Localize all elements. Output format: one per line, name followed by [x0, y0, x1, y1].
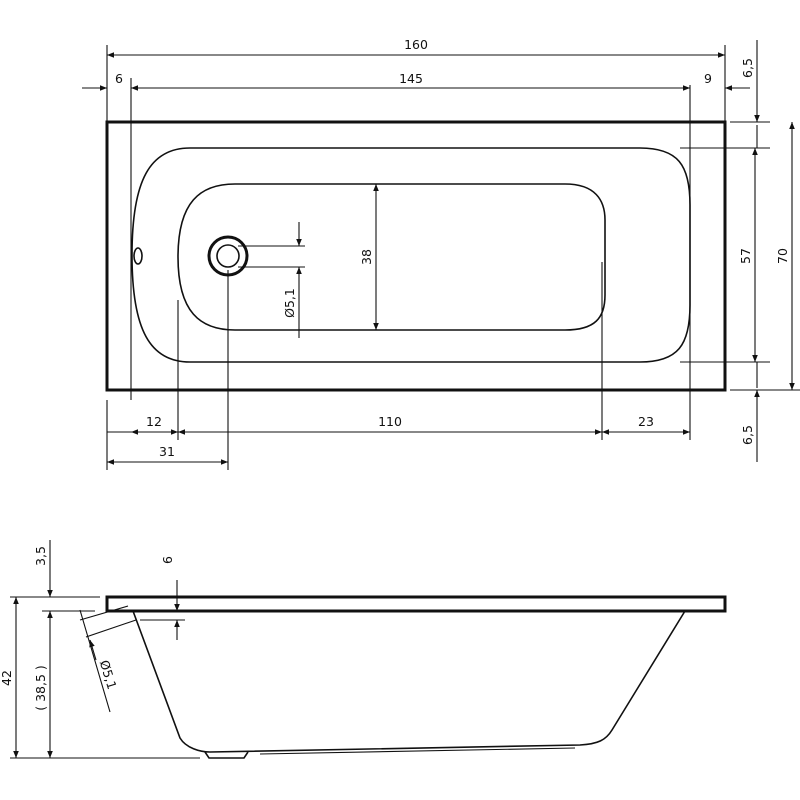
label-rim-thickness: 3,5: [33, 546, 48, 566]
tub-rim-inner: [131, 147, 691, 363]
label-bottom-rim: 6,5: [740, 425, 755, 445]
side-tub-body: [132, 610, 686, 753]
label-inner-depth: ( 38,5 ): [33, 665, 48, 711]
top-view: [105, 120, 727, 392]
label-right-rim: 9: [704, 71, 712, 86]
label-left-rim: 6: [115, 71, 123, 86]
side-view-dimensions: 42 ( 38,5 ) 3,5 6 Ø5,1: [0, 540, 200, 759]
label-top-rim: 6,5: [740, 58, 755, 78]
label-overflow-drop: 6: [160, 556, 175, 564]
tub-outline: [105, 120, 727, 392]
side-rim: [105, 595, 727, 613]
top-view-dimensions: 160 145 6 9 12 110 23 31 38 Ø5,1 57 70: [82, 37, 800, 470]
label-drain-offset: 31: [159, 444, 175, 459]
side-drain: [204, 751, 249, 759]
drain-inner: [216, 244, 240, 268]
side-view: [105, 595, 727, 759]
label-overall-length: 160: [404, 37, 428, 52]
label-bottom-length: 110: [378, 414, 402, 429]
label-inner-length: 145: [399, 71, 423, 86]
drain-outer: [207, 235, 249, 277]
label-drain-diameter: Ø5,1: [282, 288, 297, 318]
label-overall-width: 70: [775, 248, 790, 264]
label-bottom-width: 57: [738, 248, 753, 264]
tub-bottom: [177, 183, 606, 331]
label-floor-width: 38: [359, 249, 374, 265]
label-bottom-right-offset: 23: [638, 414, 654, 429]
label-bottom-left-offset: 12: [146, 414, 162, 429]
label-overflow-diameter: Ø5,1: [97, 658, 120, 691]
label-total-height: 42: [0, 670, 14, 686]
overflow-hole: [133, 247, 143, 265]
